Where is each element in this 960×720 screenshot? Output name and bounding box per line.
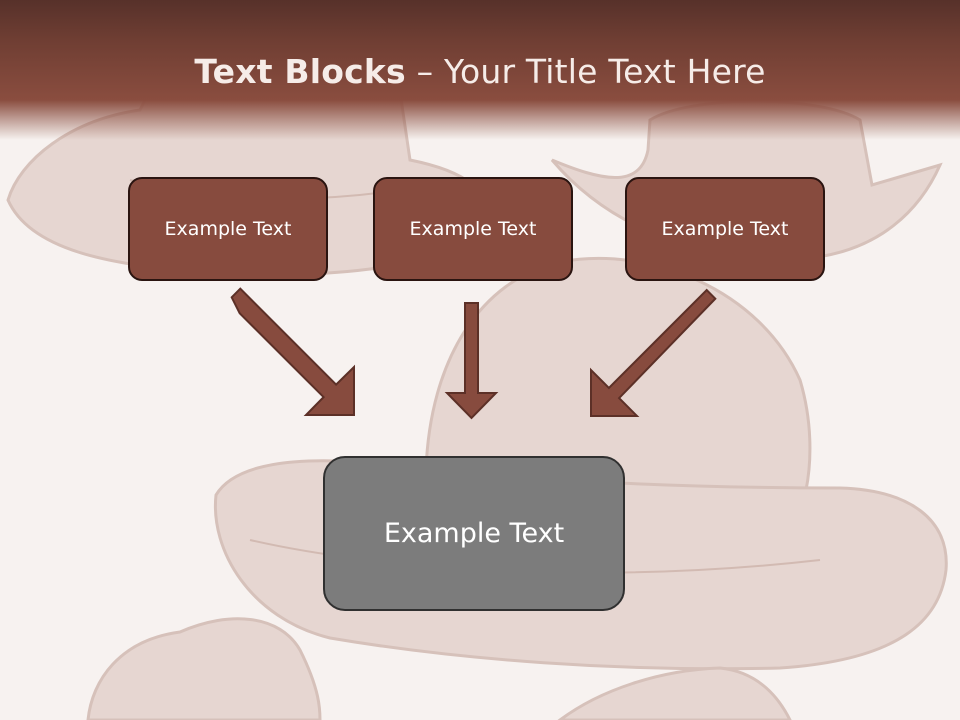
arrow-down-right-icon xyxy=(230,287,355,416)
text-block-2[interactable]: Example Text xyxy=(373,177,573,281)
text-block-2-label: Example Text xyxy=(409,218,537,240)
text-block-1[interactable]: Example Text xyxy=(128,177,328,281)
slide-title-bold: Text Blocks xyxy=(194,52,406,91)
result-text-block-label: Example Text xyxy=(383,518,565,549)
slide-title-rest: Your Title Text Here xyxy=(443,52,766,91)
arrow-down-left-icon xyxy=(590,288,717,417)
text-block-3[interactable]: Example Text xyxy=(625,177,825,281)
arrow-down-icon xyxy=(444,302,499,420)
slide-title-dash: – xyxy=(405,52,444,91)
slide-title: Text Blocks – Your Title Text Here xyxy=(0,52,960,91)
title-bar xyxy=(0,0,960,140)
text-block-1-label: Example Text xyxy=(164,218,292,240)
text-block-3-label: Example Text xyxy=(661,218,789,240)
result-text-block[interactable]: Example Text xyxy=(323,456,625,611)
